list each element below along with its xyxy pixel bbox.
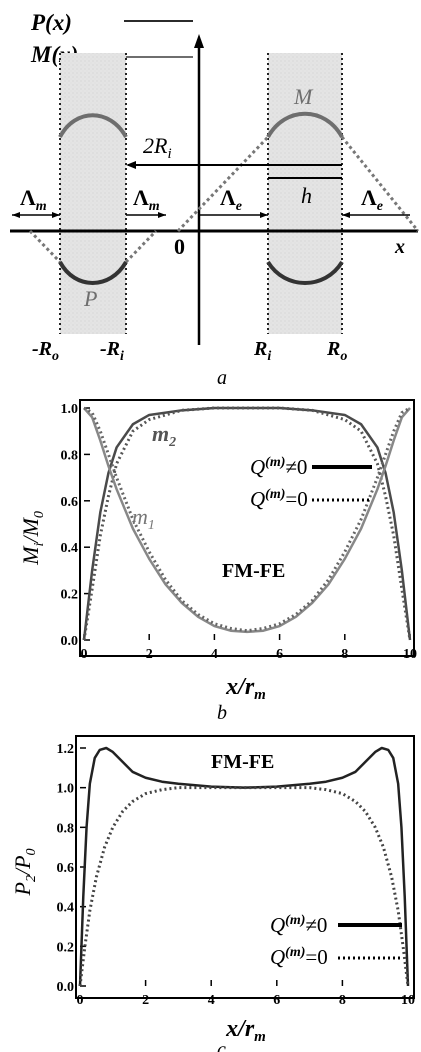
y-tick-label: 0.4: [61, 541, 79, 556]
lambda-e-left-label: Λe: [220, 185, 242, 214]
y-tick-label: 0.0: [61, 634, 79, 649]
two-ri-arrowhead: [126, 161, 136, 169]
caption-c: c: [217, 1039, 226, 1052]
x-tick-label: 10: [401, 993, 415, 1008]
tail-left: [28, 229, 62, 264]
series-line-solid: [83, 407, 411, 634]
y-tick-label: 1.0: [57, 782, 75, 797]
x-tick-label: 10: [403, 647, 417, 662]
ro-label: Ro: [326, 338, 347, 364]
p-curve-label: P: [83, 286, 97, 311]
y-tick-label: 0.6: [61, 495, 79, 510]
m-curve-left: [58, 113, 128, 139]
x-tick-label: 0: [81, 647, 88, 662]
y-tick-label: 0.8: [61, 448, 79, 463]
m-curve-label: M: [293, 84, 314, 109]
y-tick-label: 1.2: [57, 742, 75, 757]
caption-a: a: [217, 367, 227, 389]
x-tick-label: 8: [341, 647, 348, 662]
tail-center: [176, 135, 270, 233]
y-tick-label: 0.2: [61, 588, 79, 603]
m-curve-right: [266, 111, 344, 139]
y-axis-label-c: P2/P0: [10, 848, 39, 896]
x-axis-label: x: [394, 236, 405, 258]
origin-label: 0: [174, 234, 185, 259]
y-axis-label-b: Mi/M0: [18, 511, 47, 566]
left-slab: [60, 53, 126, 334]
legend-b-solid: Q(m)≠0: [250, 455, 307, 479]
series-label-m1: m1: [132, 504, 155, 533]
lambda-e-left-arrowhead: [260, 212, 268, 218]
lambda-m-right-arrowhead: [158, 212, 166, 218]
x-axis-label-b: x/rm: [225, 674, 266, 703]
two-ri-label: 2Ri: [143, 133, 172, 162]
caption-b: b: [217, 702, 227, 724]
h-label: h: [301, 183, 312, 208]
y-tick-label: 0.4: [57, 901, 75, 916]
neg-ri-label: -Ri: [100, 338, 124, 364]
tail-right: [340, 136, 420, 232]
x-axis-label-c: x/rm: [225, 1016, 266, 1045]
series-line-dotted: [83, 406, 411, 633]
legend-c-solid: Q(m)≠0: [270, 913, 327, 937]
y-tick-label: 0.6: [57, 861, 75, 876]
series-line-solid: [82, 406, 412, 641]
p-curve-right: [266, 260, 344, 285]
legend-c-dotted: Q(m)=0: [270, 945, 328, 969]
series-line-dotted: [78, 786, 410, 987]
x-tick-label: 6: [273, 993, 280, 1008]
y-axis-arrow: [194, 34, 204, 48]
x-tick-label: 2: [146, 647, 153, 662]
y-tick-label: 0.2: [57, 940, 75, 955]
series-line-solid: [78, 746, 410, 987]
legend-p-label: P(x): [30, 10, 72, 35]
schematic-a: P(x) M(x) 2Ri h Λm Λm Λe Λe M P x 0 -Ro: [10, 10, 420, 389]
right-slab: [268, 53, 342, 334]
lambda-m-left-label: Λm: [20, 185, 47, 214]
x-tick-label: 6: [276, 647, 283, 662]
series-line-dotted: [82, 406, 412, 641]
annotation-c: FM-FE: [211, 751, 274, 773]
plot-frame-c: [75, 735, 415, 999]
annotation-b: FM-FE: [222, 560, 285, 582]
lambda-e-right-label: Λe: [361, 185, 383, 214]
y-tick-label: 1.0: [61, 402, 79, 417]
y-tick-label: 0.0: [57, 980, 75, 995]
x-tick-label: 4: [211, 647, 218, 662]
plot-frame-b: [79, 399, 415, 657]
series-label-m2: m2: [152, 421, 176, 450]
y-tick-label: 0.8: [57, 821, 75, 836]
x-tick-label: 2: [142, 993, 149, 1008]
lambda-m-right-label: Λm: [133, 185, 160, 214]
neg-ro-label: -Ro: [32, 338, 59, 364]
p-curve-left: [58, 260, 128, 285]
tail-left-inner: [124, 229, 158, 264]
x-tick-label: 4: [208, 993, 215, 1008]
x-tick-label: 8: [339, 993, 346, 1008]
legend-b-dotted: Q(m)=0: [250, 487, 308, 511]
lambda-m-left-arrowhead2: [52, 212, 60, 218]
ri-label: Ri: [253, 338, 271, 364]
lambda-e-right-arrowhead: [342, 212, 350, 218]
lambda-m-left-arrowhead: [12, 212, 20, 218]
x-tick-label: 0: [77, 993, 84, 1008]
